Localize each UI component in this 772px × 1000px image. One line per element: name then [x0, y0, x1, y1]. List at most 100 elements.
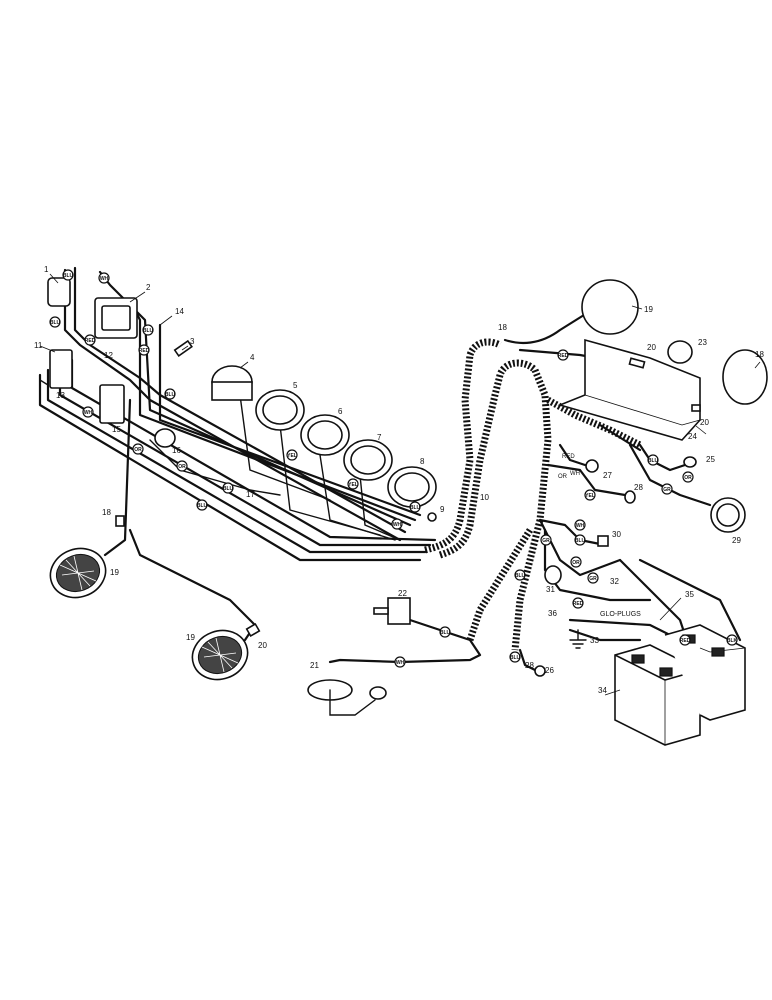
callout-19-upper: 19: [644, 305, 653, 314]
callout-15: 15: [112, 425, 121, 434]
callout-11: 11: [34, 341, 43, 350]
callout-12: 12: [104, 351, 113, 360]
switch-16: [154, 428, 176, 448]
callout-labels: 1 2 3 4 5 6 7 8 9 10 11 12 13 14 15 16 1…: [34, 265, 764, 696]
callout-25: 25: [706, 455, 715, 464]
wire-tag: BLU: [515, 573, 526, 579]
callout-28-upper: 28: [634, 483, 643, 492]
work-lamp-19-left: [49, 547, 107, 599]
wire-tag: RED: [680, 638, 691, 644]
connector-18: [115, 515, 125, 527]
wire-tag: WH: [100, 276, 109, 282]
wire-tag: RED: [573, 601, 584, 607]
callout-31: 31: [546, 585, 555, 594]
wire-tag: YEL: [287, 453, 297, 459]
callout-28-lower: 28: [525, 661, 534, 670]
wire-tag: OR: [134, 447, 142, 453]
callout-29: 29: [732, 536, 741, 545]
callout-1: 1: [44, 265, 49, 274]
wire-tag: BLU: [410, 505, 421, 511]
module-15: [99, 384, 125, 424]
fuse-3: [173, 339, 193, 357]
callout-33: 33: [590, 636, 599, 645]
callout-8: 8: [420, 457, 425, 466]
components: [47, 277, 768, 746]
wire-tag: BLU: [63, 273, 74, 279]
annotation-or: OR: [558, 474, 568, 480]
wire-tag: WH: [576, 523, 585, 529]
lamp-19-upper: [581, 279, 639, 335]
callout-17: 17: [246, 490, 255, 499]
callout-18-right: 18: [755, 350, 764, 359]
callout-18-lower: 18: [102, 508, 111, 517]
wire-tag: YEL: [348, 482, 358, 488]
callout-5: 5: [293, 381, 298, 390]
callout-2: 2: [146, 283, 151, 292]
callout-20-lower: 20: [258, 641, 267, 650]
callout-24: 24: [688, 432, 697, 441]
callout-27: 27: [603, 471, 612, 480]
callout-20-right: 20: [700, 418, 709, 427]
lamp-19-right: [722, 349, 768, 405]
wire-tag: GR: [542, 538, 550, 544]
wire-tag: BLU: [165, 392, 176, 398]
callout-4: 4: [250, 353, 255, 362]
switch-1: [47, 277, 71, 307]
callout-7: 7: [377, 433, 382, 442]
connector-20: [245, 622, 261, 638]
callout-35: 35: [685, 590, 694, 599]
wire-tag: WH: [393, 522, 402, 528]
wire-tag: WH: [84, 410, 93, 416]
wire-tag: RED: [558, 353, 569, 359]
wire-tag: BLU: [440, 630, 451, 636]
main-loom: [424, 338, 642, 651]
callout-30: 30: [612, 530, 621, 539]
annotation-wh: WH: [570, 471, 580, 477]
callout-16: 16: [172, 446, 181, 455]
callout-34: 34: [598, 686, 607, 695]
callout-19-right: 19: [186, 633, 195, 642]
callout-26: 26: [545, 666, 554, 675]
wire-tag: OR: [684, 475, 692, 481]
wire-colour-tags: BLU WH RED BLU BLU WH YEL BLU BLU WH RED…: [49, 269, 738, 668]
callout-6: 6: [338, 407, 343, 416]
solenoid-31: [544, 565, 562, 585]
bracket-24: [557, 338, 701, 441]
lamp-23: [667, 340, 693, 364]
wire-tag: BLU: [50, 320, 61, 326]
wire-tag: RED: [85, 338, 96, 344]
part-27: [585, 459, 599, 473]
wire-tag: BLU: [648, 458, 659, 464]
annotation-red: RED: [562, 454, 575, 460]
wire-tag: BLU: [197, 503, 208, 509]
wire-tag: WH: [396, 660, 405, 666]
module-13: [49, 349, 73, 389]
callout-18-upper: 18: [498, 323, 507, 332]
callout-23: 23: [698, 338, 707, 347]
callout-3: 3: [190, 337, 195, 346]
part-28-lower: [534, 665, 546, 677]
work-lamp-19-right: [191, 629, 249, 681]
wire-tag: GR: [589, 576, 597, 582]
wire-tag: YEL: [585, 493, 595, 499]
wire-tag: BLU: [223, 486, 234, 492]
wire-tag: OR: [178, 464, 186, 470]
wire-tag: BLU: [575, 538, 586, 544]
callout-21: 21: [310, 661, 319, 670]
sensor-20: [628, 357, 646, 369]
callout-9: 9: [440, 505, 445, 514]
wire-tag: GR: [663, 487, 671, 493]
part-25: [683, 456, 697, 468]
wire-tag: RED: [139, 348, 150, 354]
wire-tag: OR: [572, 560, 580, 566]
text-annotations: RED WH OR GLO-PLUGS: [558, 454, 641, 618]
wire-tag: BLU: [143, 328, 154, 334]
wire-tag: BLK: [727, 638, 738, 644]
callout-20-bracket: 20: [647, 343, 656, 352]
callout-10: 10: [480, 493, 489, 502]
callout-32: 32: [610, 577, 619, 586]
switch-22: [387, 597, 411, 625]
wire-tag: BLU: [510, 655, 521, 661]
callout-13: 13: [56, 391, 65, 400]
